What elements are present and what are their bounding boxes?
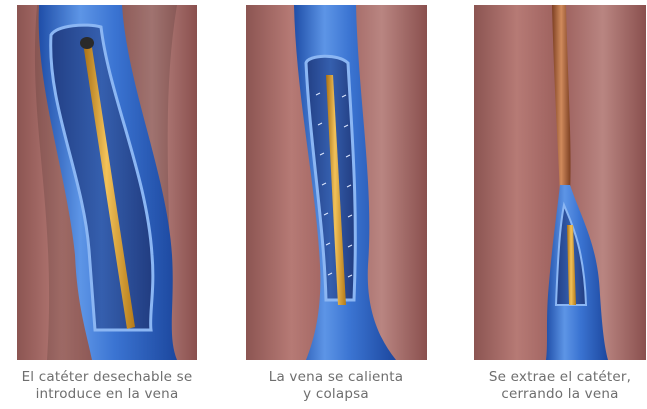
illustration-insert-catheter bbox=[17, 5, 197, 360]
panel-vein-heats bbox=[246, 5, 427, 360]
panel-insert-catheter bbox=[17, 5, 197, 360]
caption-line: La vena se calienta bbox=[236, 369, 436, 386]
caption-vein-heats: La vena se calienta y colapsa bbox=[236, 369, 436, 403]
panel-remove-catheter bbox=[474, 5, 646, 360]
caption-remove-catheter: Se extrae el catéter, cerrando la vena bbox=[460, 369, 647, 403]
illustration-remove-catheter bbox=[474, 5, 646, 360]
caption-line: Se extrae el catéter, bbox=[460, 369, 647, 386]
caption-line: El catéter desechable se bbox=[7, 369, 207, 386]
caption-line: cerrando la vena bbox=[460, 386, 647, 403]
caption-line: introduce en la vena bbox=[7, 386, 207, 403]
catheter-tip bbox=[80, 37, 94, 49]
illustration-vein-heats bbox=[246, 5, 427, 360]
caption-line: y colapsa bbox=[236, 386, 436, 403]
caption-insert-catheter: El catéter desechable se introduce en la… bbox=[7, 369, 207, 403]
